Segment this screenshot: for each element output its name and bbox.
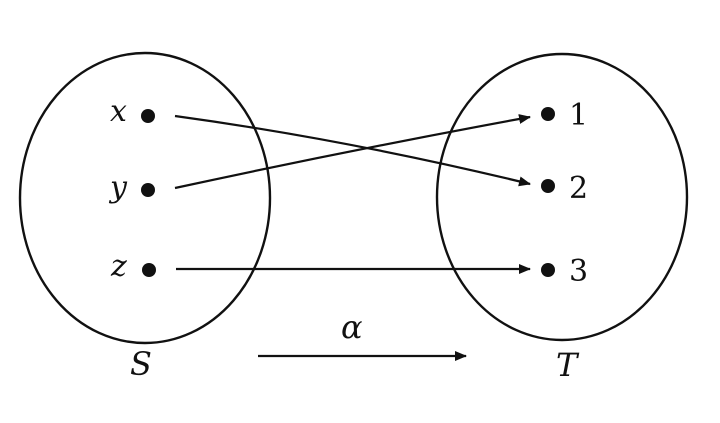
element-3-label: 3 — [569, 254, 588, 289]
mapping-alpha-label: α — [341, 308, 363, 346]
arrow-x-to-2 — [174, 114, 531, 187]
set-t-outline — [435, 52, 689, 342]
set-t-name: T — [556, 346, 580, 384]
element-2-dot — [541, 179, 555, 193]
element-3-dot — [541, 263, 555, 277]
element-y-dot — [141, 183, 155, 197]
set-s-outline — [18, 51, 272, 345]
element-z-dot — [142, 263, 156, 277]
element-x-label: x — [110, 94, 127, 129]
element-1-dot — [541, 107, 555, 121]
element-x-dot — [141, 109, 155, 123]
element-1-label: 1 — [569, 98, 588, 133]
element-2-label: 2 — [569, 171, 588, 206]
set-s-name: S — [130, 345, 152, 383]
arrow-y-to-1 — [174, 114, 531, 190]
element-y-label: y — [108, 170, 128, 205]
element-z-label: z — [110, 249, 127, 284]
